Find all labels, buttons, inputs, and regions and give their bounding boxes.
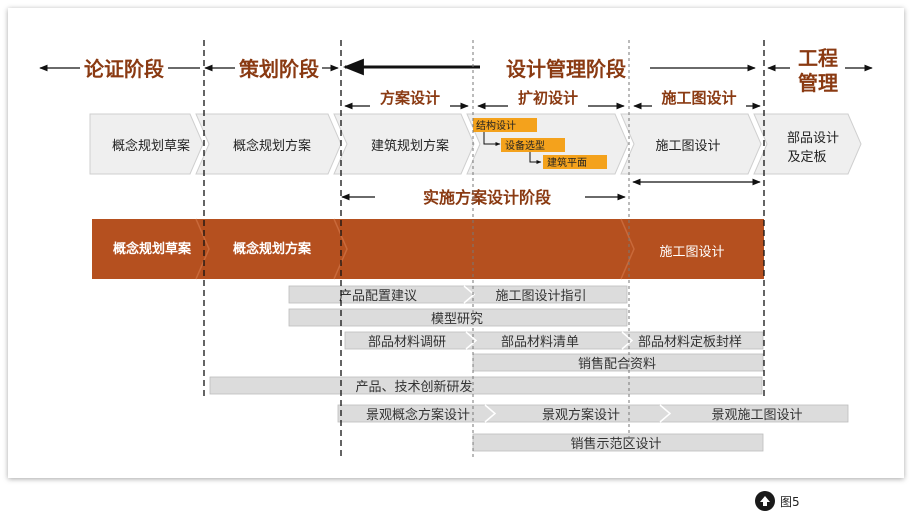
substage-label-kuochu: 扩初设计 — [518, 89, 578, 107]
task-model-study: 模型研究 — [431, 312, 483, 327]
arrow-up-icon — [755, 491, 775, 511]
task-bar-materials — [344, 331, 764, 350]
stage-label-cehua: 策划阶段 — [239, 57, 319, 81]
chevron-label-6a: 部品设计 — [787, 131, 839, 146]
orange-timeline-bar — [92, 219, 764, 279]
task-material-list: 部品材料清单 — [501, 335, 579, 350]
kuochu-step-box-1 — [473, 118, 537, 132]
task-bar-sales-material — [472, 353, 764, 372]
chevron-label-6b: 及定板 — [787, 150, 826, 165]
chevron-label-2: 概念规划方案 — [233, 138, 311, 154]
orange-bar-divider-2 — [333, 218, 348, 280]
substage-label-shigongtu: 施工图设计 — [661, 89, 736, 107]
kuochu-step-box-3 — [543, 155, 607, 169]
stage-label-gongcheng-line1: 工程 — [798, 46, 838, 70]
task-landscape-scheme: 景观方案设计 — [542, 407, 620, 423]
implementation-phase-label: 实施方案设计阶段 — [423, 188, 552, 207]
figure-caption: 图5 — [755, 490, 800, 512]
task-landscape-construction: 景观施工图设计 — [711, 408, 802, 423]
stage-label-lunzheng: 论证阶段 — [84, 57, 164, 81]
task-material-final: 部品材料定板封样 — [638, 335, 742, 350]
figure-label: 图5 — [780, 494, 800, 509]
task-separators — [463, 285, 672, 423]
chevron-5 — [620, 113, 762, 175]
chevron-6 — [753, 113, 862, 175]
task-landscape-concept: 景观概念方案设计 — [366, 407, 470, 423]
orange-bar-label-1: 概念规划草案 — [113, 241, 192, 257]
chevron-2 — [195, 113, 342, 175]
orange-bar-divider-1 — [195, 218, 210, 280]
chevron-label-5: 施工图设计 — [655, 139, 720, 154]
task-bar-landscape — [337, 404, 849, 423]
chevron-label-1: 概念规划草案 — [112, 138, 190, 154]
kuochu-step-1: 结构设计 — [476, 119, 516, 132]
orange-bar-label-3: 施工图设计 — [659, 245, 724, 260]
task-product-config: 产品配置建议 — [339, 289, 417, 304]
stage-label-sheji-guanli: 设计管理阶段 — [506, 57, 626, 81]
task-bars — [209, 285, 849, 452]
task-bar-product-config — [288, 285, 628, 304]
orange-bar-divider-3 — [620, 218, 635, 280]
task-bar-innovation — [209, 376, 763, 395]
kuochu-step-box-2 — [501, 138, 565, 152]
diagram-panel: 论证阶段 策划阶段 设计管理阶段 工程 管理 方案设计 扩初设计 施工图设计 概… — [8, 8, 904, 478]
chevron-label-3: 建筑规划方案 — [371, 138, 449, 154]
kuochu-step-3: 建筑平面 — [547, 156, 587, 169]
kuochu-connector-1 — [483, 132, 501, 146]
task-bar-model-study — [288, 308, 628, 327]
task-shigongtu-guide: 施工图设计指引 — [495, 289, 586, 304]
substage-label-fangan: 方案设计 — [380, 89, 440, 107]
task-sales-material: 销售配合资料 — [578, 356, 656, 372]
task-material-research: 部品材料调研 — [368, 335, 446, 350]
kuochu-step-2: 设备选型 — [505, 139, 545, 152]
process-diagram: 论证阶段 策划阶段 设计管理阶段 工程 管理 方案设计 扩初设计 施工图设计 概… — [39, 40, 873, 458]
task-innovation: 产品、技术创新研发 — [355, 379, 472, 395]
orange-bar-label-2: 概念规划方案 — [233, 241, 312, 257]
chevron-3 — [333, 113, 475, 175]
chevron-1 — [89, 113, 204, 175]
task-sales-demo: 销售示范区设计 — [570, 436, 661, 452]
kuochu-connector-2 — [529, 152, 542, 164]
stage-label-gongcheng-line2: 管理 — [798, 71, 838, 95]
